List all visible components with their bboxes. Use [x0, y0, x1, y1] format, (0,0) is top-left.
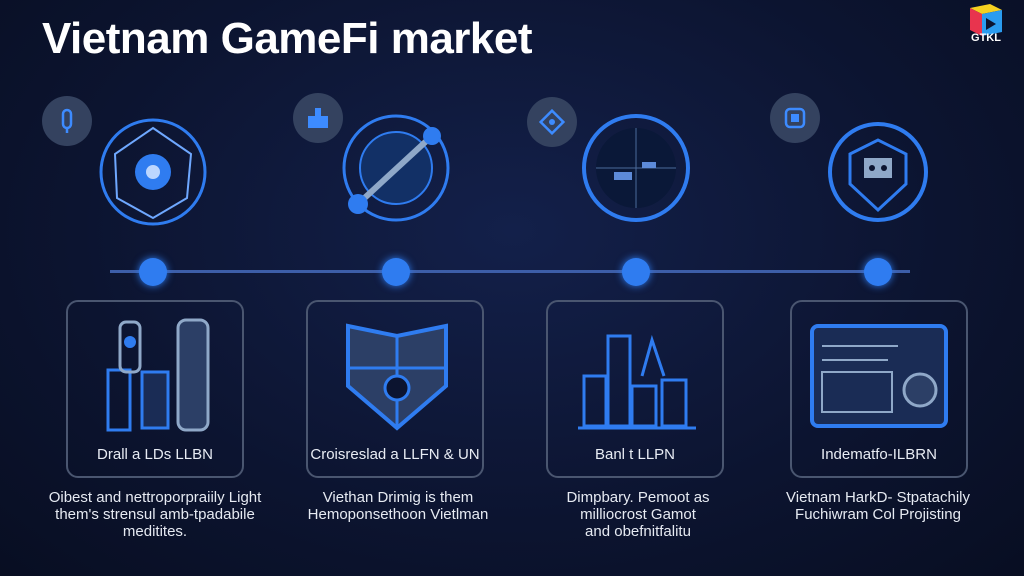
- step-card-3: Banl t LLPN: [546, 300, 724, 478]
- step-description-3: Dimpbary. Pemoot as milliocrost Gamot an…: [508, 489, 768, 540]
- step-description-4: Vietnam HarkD- Stpatachily Fuchiwram Col…: [748, 489, 1008, 523]
- dashboard-icon: [810, 324, 948, 428]
- timeline-dot-2: [382, 258, 410, 286]
- small-step-icon-1: [42, 96, 92, 146]
- description-line: Viethan Drimig is them: [322, 489, 474, 506]
- logo-text: GTKL: [971, 32, 1001, 44]
- page-title: Vietnam GameFi market: [42, 14, 533, 63]
- card-label: Indematfo-ILBRN: [821, 446, 937, 463]
- timeline-dot-3: [622, 258, 650, 286]
- robot-orb-icon: [828, 122, 928, 222]
- timeline-dot-4: [864, 258, 892, 286]
- small-step-icon-3: [527, 97, 577, 147]
- controller-icon: [106, 318, 210, 432]
- description-line: Hemoponsethoon Vietlman: [307, 506, 489, 523]
- step-card-1: Drall a LDs LLBN: [66, 300, 244, 478]
- description-line: them's strensul amb-tpadabile: [55, 506, 255, 523]
- city-growth-icon: [578, 334, 696, 430]
- step-description-1: Oibest and nettroporpraiily Light them's…: [25, 489, 285, 540]
- card-label: Banl t LLPN: [594, 446, 676, 463]
- small-step-icon-2: [293, 93, 343, 143]
- shield-icon: [346, 323, 448, 431]
- logo-icon: [970, 4, 1002, 36]
- description-line: meditites.: [122, 523, 188, 540]
- step-description-2: Viethan Drimig is them Hemoponsethoon Vi…: [268, 489, 528, 523]
- timeline-line: [110, 270, 910, 273]
- description-line: Dimpbary. Pemoot as: [566, 489, 710, 506]
- description-line: milliocrost Gamot: [580, 506, 696, 523]
- card-label: Drall a LDs LLBN: [97, 446, 213, 463]
- network-orb-icon: [99, 118, 207, 226]
- step-card-2: Croisreslad a LLFN & UN: [306, 300, 484, 478]
- card-label: Croisreslad a LLFN & UN: [310, 446, 480, 463]
- description-line: Oibest and nettroporpraiily Light: [48, 489, 262, 506]
- step-card-4: Indematfo-ILBRN: [790, 300, 968, 478]
- description-line: Vietnam HarkD- Stpatachily: [786, 489, 970, 506]
- timeline-dot-1: [139, 258, 167, 286]
- radar-orb-icon: [582, 114, 690, 222]
- small-step-icon-4: [770, 93, 820, 143]
- description-line: and obefnitfalitu: [585, 523, 691, 540]
- description-line: Fuchiwram Col Projisting: [795, 506, 961, 523]
- joystick-orb-icon: [342, 114, 450, 222]
